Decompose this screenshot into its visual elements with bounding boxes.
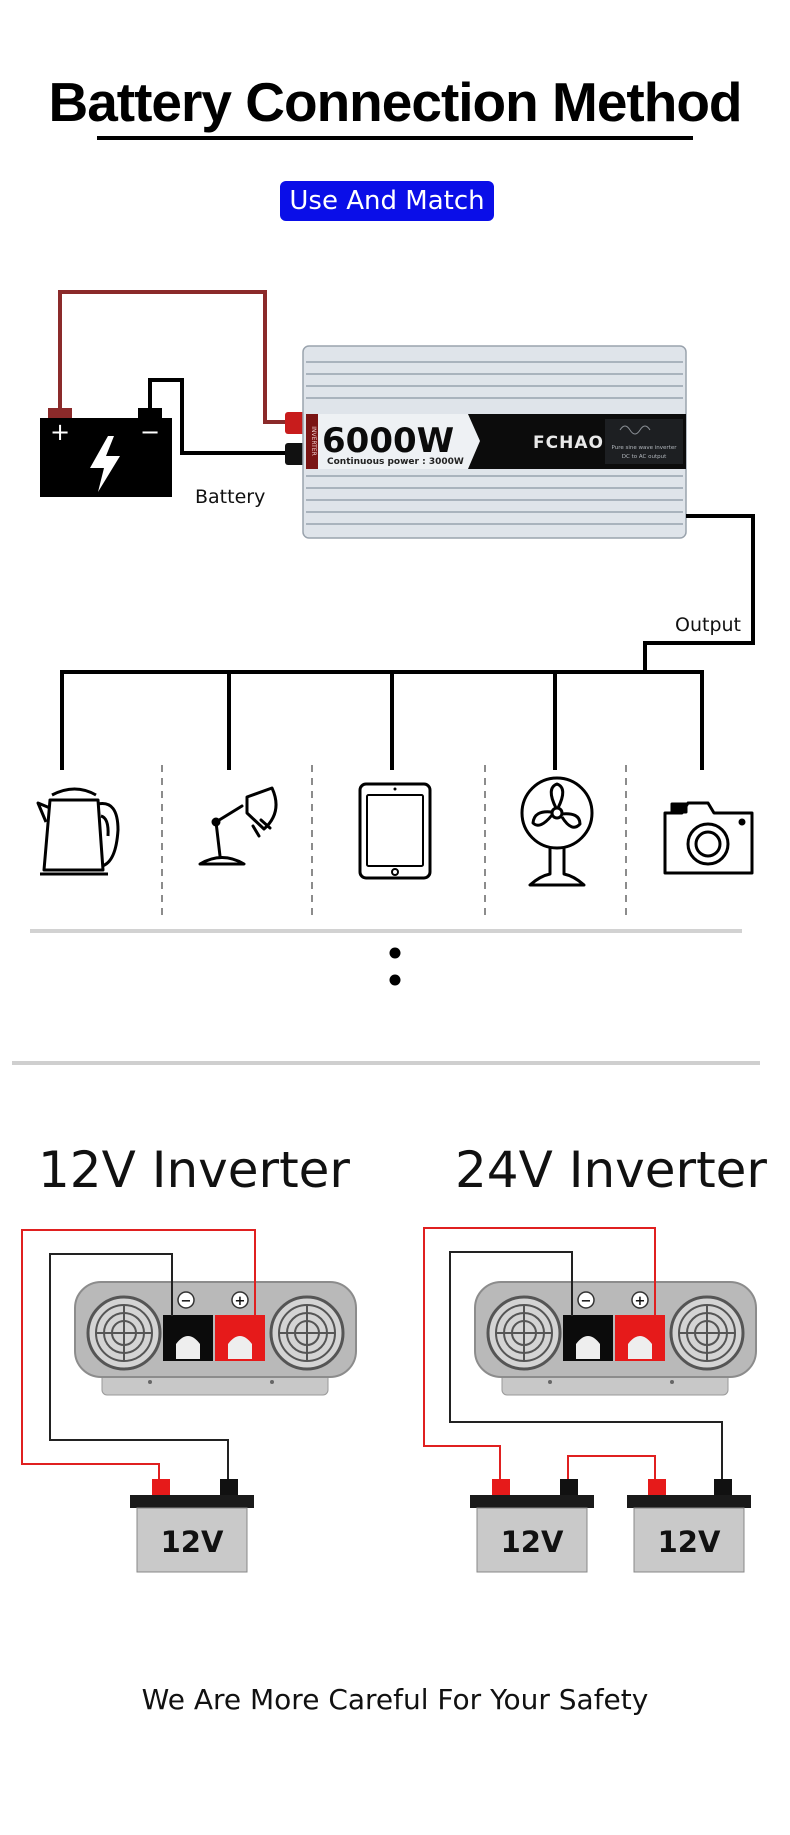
battery-icon: + − [40, 408, 172, 497]
12v-battery-label: 12V [161, 1525, 224, 1559]
output-wire [643, 514, 755, 672]
tablet-icon [358, 782, 432, 880]
battery-positive-wire [58, 290, 290, 424]
24v-negative-wire [449, 1251, 723, 1480]
12v-minus-symbol: − [181, 1294, 192, 1309]
inverter-brand: FCHAO [533, 433, 604, 453]
fan-icon [520, 776, 594, 887]
output-label: Output [675, 614, 741, 636]
12v-plus-symbol: + [235, 1294, 246, 1309]
battery-minus-sign: − [140, 418, 160, 446]
connection-configs: − + 12V [21, 1227, 757, 1573]
24v-positive-wire [423, 1227, 656, 1480]
24v-battery-b-label: 12V [658, 1525, 721, 1559]
24v-inverter-title: 24V Inverter [455, 1141, 767, 1199]
title-underline [97, 136, 693, 140]
safety-footer: We Are More Careful For Your Safety [141, 1683, 649, 1716]
inverter-side-label: INVERTER [310, 426, 317, 456]
divider-shadow-top [30, 929, 742, 933]
24v-series-link-wire [567, 1455, 656, 1480]
12v-inverter-title: 12V Inverter [38, 1141, 350, 1199]
24v-plus-symbol: + [635, 1294, 646, 1309]
12v-inverter-back: − + [74, 1281, 357, 1396]
inverter-continuous-text: Continuous power : 3000W [327, 457, 464, 467]
ellipsis-dot [389, 947, 401, 959]
wiring-diagram: + − INVERTER 6000W Co [30, 290, 755, 986]
desk-lamp-icon [198, 786, 278, 866]
12v-battery: 12V [130, 1479, 254, 1573]
battery-plus-sign: + [50, 418, 70, 446]
24v-battery-a-label: 12V [501, 1525, 564, 1559]
inverter-power-text: 6000W [322, 421, 454, 461]
distribution-bus [60, 670, 704, 770]
divider-shadow-bottom [12, 1061, 760, 1065]
12v-positive-wire [21, 1229, 256, 1480]
24v-battery-a: 12V [470, 1479, 594, 1573]
page-title: Battery Connection Method [48, 71, 742, 133]
battery-negative-wire [148, 378, 290, 455]
24v-inverter-back: − + [474, 1281, 757, 1396]
camera-icon [663, 801, 754, 875]
inverter-unit: INVERTER 6000W Continuous power : 3000W … [302, 345, 687, 539]
24v-minus-symbol: − [581, 1294, 592, 1309]
12v-negative-wire [49, 1253, 229, 1480]
use-and-match-badge: Use And Match [280, 181, 494, 221]
inverter-info-line1: Pure sine wave inverter [612, 445, 678, 451]
ellipsis-dot [389, 974, 401, 986]
kettle-icon [36, 787, 120, 876]
inverter-info-line2: DC to AC output [622, 454, 667, 460]
24v-battery-b: 12V [627, 1479, 751, 1573]
battery-label: Battery [195, 486, 266, 508]
